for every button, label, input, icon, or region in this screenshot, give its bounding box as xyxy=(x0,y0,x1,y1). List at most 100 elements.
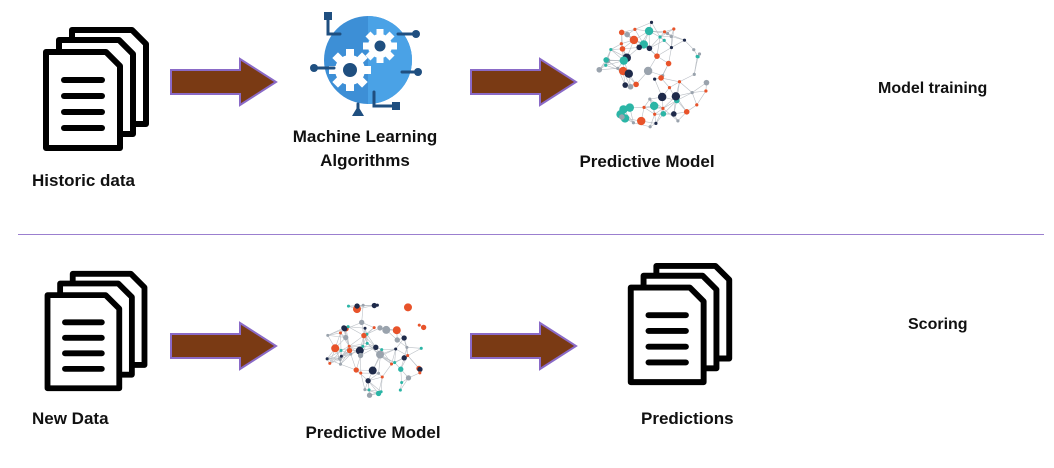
network-node xyxy=(377,371,381,375)
network-node xyxy=(625,103,635,112)
network-node xyxy=(619,56,628,65)
network-node xyxy=(629,35,639,45)
network-node xyxy=(683,108,690,115)
network-node xyxy=(692,72,696,76)
network-node xyxy=(624,69,633,78)
network-node xyxy=(643,66,653,76)
network-node xyxy=(649,101,659,111)
network-node xyxy=(418,371,422,375)
flow-arrow xyxy=(170,321,278,371)
network-node xyxy=(347,344,351,348)
network-node xyxy=(400,381,404,385)
network-node xyxy=(393,361,397,365)
network-node xyxy=(704,89,708,93)
network-node xyxy=(603,57,609,63)
network-node xyxy=(633,27,637,31)
network-node xyxy=(648,125,652,129)
network-node xyxy=(338,331,342,335)
network-node xyxy=(361,303,365,307)
network-node xyxy=(325,357,329,361)
network-node xyxy=(618,29,625,36)
network-node xyxy=(359,319,365,326)
predictive-model-label: Predictive Model xyxy=(305,423,441,442)
network-node xyxy=(669,34,673,39)
network-node xyxy=(654,121,658,125)
document-stack-icon xyxy=(43,27,149,151)
network-node xyxy=(654,53,660,59)
network-node xyxy=(609,47,613,52)
stage-divider xyxy=(18,234,1044,235)
network-node xyxy=(648,97,652,101)
network-node xyxy=(657,92,667,102)
network-node xyxy=(637,116,646,126)
network-node xyxy=(406,354,410,358)
network-node xyxy=(328,361,332,365)
network-node xyxy=(669,45,674,50)
network-node xyxy=(365,341,369,345)
network-node xyxy=(619,114,625,120)
network-node xyxy=(676,119,680,123)
network-node xyxy=(672,27,676,31)
network-node xyxy=(604,63,608,67)
network-node xyxy=(653,112,657,116)
network-node xyxy=(377,325,383,331)
network-node xyxy=(695,103,699,107)
network-node xyxy=(662,38,666,42)
ml-gears-icon xyxy=(310,12,422,116)
network-node xyxy=(671,111,677,117)
network-node xyxy=(363,388,367,392)
network-node xyxy=(619,42,623,46)
network-node xyxy=(682,38,687,42)
network-node xyxy=(343,334,349,341)
network-node xyxy=(392,326,401,335)
network-node xyxy=(366,392,373,398)
network-node xyxy=(361,344,365,348)
network-node xyxy=(398,388,402,392)
network-node xyxy=(379,390,383,394)
network-node xyxy=(373,344,379,350)
network-node xyxy=(660,111,667,117)
network-node xyxy=(326,333,330,337)
network-node xyxy=(346,325,350,329)
scoring-stage-title: Scoring xyxy=(908,316,968,333)
network-node xyxy=(371,302,377,309)
network-node xyxy=(690,90,694,95)
network-node xyxy=(401,355,407,361)
document-stack-icon xyxy=(627,262,733,386)
flow-arrow xyxy=(470,321,578,371)
document-stack-icon xyxy=(44,270,148,392)
network-node xyxy=(644,26,654,36)
network-node xyxy=(420,324,427,331)
network-node xyxy=(616,66,620,70)
network-node xyxy=(642,105,646,109)
network-node xyxy=(658,75,664,81)
network-node xyxy=(665,31,670,36)
network-node xyxy=(697,52,702,56)
network-node xyxy=(376,350,385,359)
network-node xyxy=(338,362,342,366)
network-node xyxy=(338,357,342,361)
neural-network-icon xyxy=(590,14,720,136)
predictive-model-label: Predictive Model xyxy=(579,152,715,171)
network-node xyxy=(372,326,376,330)
network-node xyxy=(662,30,667,34)
new-data-label: New Data xyxy=(32,409,109,428)
network-node xyxy=(646,45,653,52)
network-node xyxy=(417,366,423,373)
network-node xyxy=(359,371,363,375)
network-node xyxy=(631,121,636,125)
network-node xyxy=(390,362,394,366)
network-node xyxy=(627,83,634,90)
model-training-stage-title: Model training xyxy=(878,80,988,97)
network-node xyxy=(667,86,672,90)
scoring-row: New Data Predictive Model Predictions Sc… xyxy=(0,236,1054,468)
network-node xyxy=(398,366,404,372)
network-node xyxy=(353,367,359,373)
predictions-label: Predictions xyxy=(641,409,734,428)
network-node xyxy=(596,66,603,73)
network-node xyxy=(355,346,364,355)
flow-arrow xyxy=(170,57,278,107)
network-node xyxy=(363,326,367,330)
training-row: Historic data xyxy=(0,0,1054,230)
network-node xyxy=(349,352,353,356)
